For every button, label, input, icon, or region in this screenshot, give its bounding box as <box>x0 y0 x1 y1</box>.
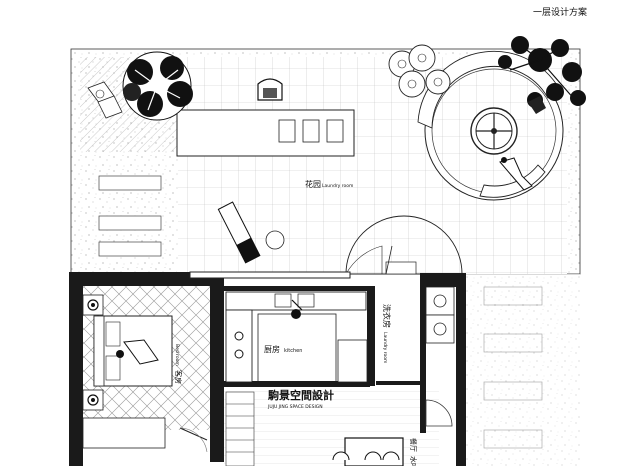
walls <box>69 271 466 466</box>
tree-left <box>122 51 193 121</box>
kitchen-label-cn: 厨房 <box>264 344 280 354</box>
tree-right <box>498 36 586 108</box>
watermark-en: JUJU JING SPACE DESIGN <box>267 404 323 410</box>
garden-label-en: Laundry room <box>322 183 353 189</box>
dining-label-cn: 餐厅 <box>409 438 418 452</box>
round-terrace <box>345 215 463 275</box>
guest-bed <box>93 315 173 387</box>
staircase <box>225 391 255 466</box>
armchair <box>257 78 283 101</box>
bedroom-label-en: Bed room <box>174 344 180 366</box>
bedroom-label-cn: 客房 <box>174 370 183 384</box>
laundry-label-cn: 洗衣房 <box>382 304 392 328</box>
bedside-tables <box>82 294 104 411</box>
laundry-fixtures <box>385 245 455 344</box>
entry-door-arc <box>425 399 453 427</box>
kitchen-counter <box>225 291 368 383</box>
people-figures <box>499 96 546 191</box>
sun-lounger <box>217 201 285 264</box>
plan-title: 一层设计方案 <box>533 8 588 18</box>
kitchen-label-en: kitchen <box>284 348 302 354</box>
lounge-chairs <box>87 81 123 119</box>
water-bar-label-cn: 水吧 <box>409 456 418 466</box>
round-shrubs <box>388 44 451 98</box>
laundry-label-en: Laundry room <box>382 332 388 363</box>
watermark-cn: 駒景空間設計 <box>268 388 334 402</box>
dining-table <box>332 437 404 466</box>
garden-label-cn: 花园 <box>305 179 321 189</box>
wardrobe-door <box>82 417 208 453</box>
